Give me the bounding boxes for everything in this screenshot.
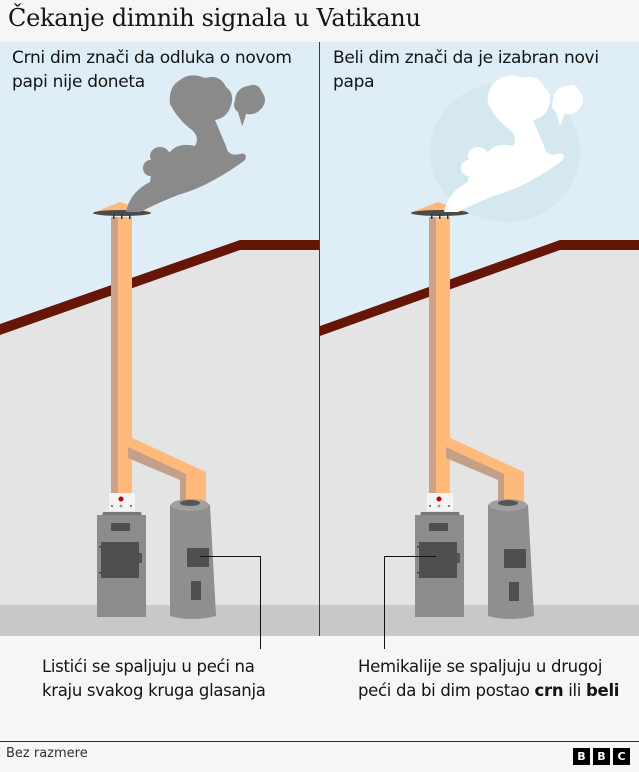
black-smoke-illustration — [0, 42, 320, 636]
caption-bold-black: crn — [534, 681, 564, 700]
leader-line-left-h — [200, 556, 261, 557]
black-smoke-label: Crni dim znači da odluka o novom papi ni… — [12, 48, 292, 92]
logo-letter: B — [573, 748, 590, 765]
scale-note: Bez razmere — [6, 746, 88, 761]
roof-edge — [0, 240, 320, 335]
floor — [320, 605, 639, 636]
logo-letter: B — [593, 748, 610, 765]
footer-divider — [0, 741, 639, 742]
page-title: Čekanje dimnih signala u Vatikanu — [8, 4, 421, 32]
caption-bold-white: beli — [586, 681, 620, 700]
caption-chemicals-text: Hemikalije se spaljuju u drugoj peći da … — [358, 657, 603, 700]
stove-control-box — [109, 493, 135, 511]
header: Čekanje dimnih signala u Vatikanu — [0, 0, 639, 42]
panel-divider — [319, 42, 320, 636]
indicator-light — [118, 496, 124, 502]
stove-door — [419, 542, 457, 578]
leader-line-right-v — [384, 556, 385, 649]
caption-chemicals: Hemikalije se spaljuju u drugoj peći da … — [358, 655, 633, 703]
floor — [0, 605, 320, 636]
roof-edge — [320, 240, 639, 336]
panel-black-smoke: Crni dim znači da odluka o novom papi ni… — [0, 42, 320, 636]
white-smoke — [444, 75, 583, 212]
bbc-logo: B B C — [573, 748, 630, 765]
logo-letter: C — [613, 748, 630, 765]
indicator-light — [436, 496, 442, 502]
building-wall — [320, 246, 639, 636]
caption-ballots: Listići se spaljuju u peći na kraju svak… — [42, 657, 266, 700]
caption-or: ili — [563, 681, 587, 700]
stove-control-box — [427, 493, 453, 511]
leader-line-left-v — [260, 556, 261, 649]
stove-round-door — [504, 549, 526, 568]
black-smoke — [126, 75, 265, 212]
building-wall — [0, 246, 320, 636]
panel-white-smoke: Beli dim znači da je izabran novi papa — [320, 42, 639, 636]
white-smoke-label: Beli dim znači da je izabran novi papa — [333, 48, 599, 92]
stove-round-door — [187, 548, 209, 567]
leader-line-right-h — [384, 556, 436, 557]
stove-door — [101, 542, 139, 578]
white-smoke-illustration — [320, 42, 639, 636]
